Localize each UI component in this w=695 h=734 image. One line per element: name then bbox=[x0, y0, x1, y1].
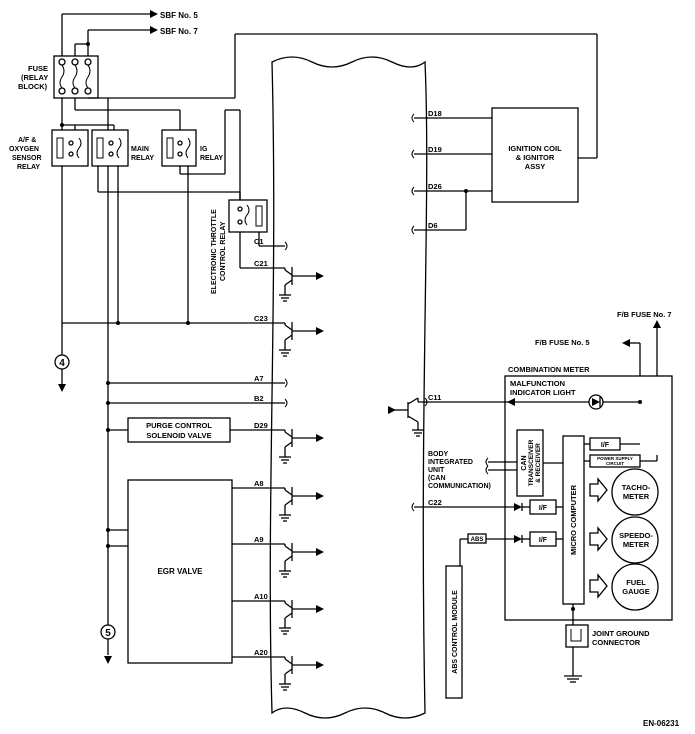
ig-relay-label-2: RELAY bbox=[200, 155, 223, 162]
body-label-4: (CAN bbox=[428, 475, 446, 482]
pin-a10: A10 bbox=[254, 592, 268, 601]
if-1-label: I/F bbox=[601, 442, 610, 449]
af-label-4: RELAY bbox=[17, 164, 40, 171]
driver-transistor bbox=[279, 600, 324, 635]
af-oxygen-sensor-relay: A/F & OXYGEN SENSOR RELAY bbox=[9, 129, 89, 171]
fuse-relay-block: SBF No. 5 SBF No. 7 FUSE (RELAY BLOCK) bbox=[18, 10, 198, 99]
driver-transistor bbox=[279, 656, 324, 691]
fuse-label: FUSE bbox=[28, 64, 48, 73]
body-label-2: INTEGRATED bbox=[428, 459, 473, 466]
psc-label-2: CIRCUIT bbox=[606, 461, 624, 466]
pin-a7: A7 bbox=[254, 374, 264, 383]
driver-transistor bbox=[279, 429, 324, 464]
mil-label-1: MALFUNCTION bbox=[510, 379, 565, 388]
egr-valve bbox=[127, 479, 233, 664]
electronic-throttle-control-relay: ELECTRONIC THROTTLE CONTROL RELAY bbox=[211, 199, 268, 294]
combination-meter-label: COMBINATION METER bbox=[508, 365, 590, 374]
can-label-1: CAN bbox=[521, 455, 528, 470]
mil-label-2: INDICATOR LIGHT bbox=[510, 388, 576, 397]
connector-node-5 bbox=[100, 624, 116, 640]
egr-label: EGR VALVE bbox=[157, 567, 203, 576]
driver-transistor bbox=[279, 322, 324, 357]
tachometer: TACHO- METER bbox=[589, 468, 659, 516]
speedo-label-2: METER bbox=[623, 540, 650, 549]
ignition-label-3: ASSY bbox=[525, 162, 545, 171]
purge-control-solenoid-valve bbox=[127, 417, 231, 443]
can-label-2: TRANSCEIVER bbox=[528, 439, 535, 486]
body-label-5: COMMUNICATION) bbox=[428, 483, 491, 490]
fuse-label-2: (RELAY bbox=[21, 73, 48, 82]
purge-label-1: PURGE CONTROL bbox=[146, 421, 212, 430]
pin-c11: C11 bbox=[428, 393, 441, 402]
joint-ground-label-1: JOINT GROUND bbox=[592, 629, 650, 638]
purge-label-2: SOLENOID VALVE bbox=[146, 431, 211, 440]
pin-c22: C22 bbox=[428, 498, 442, 507]
fb-fuse-5-label: F/B FUSE No. 5 bbox=[535, 338, 590, 347]
pin-d19: D19 bbox=[428, 145, 442, 154]
ig-relay: IG RELAY bbox=[161, 129, 223, 167]
speedometer: SPEEDO- METER bbox=[589, 516, 659, 564]
pin-d6: D6 bbox=[428, 221, 438, 230]
micro-computer-label: MICRO COMPUTER bbox=[569, 484, 578, 555]
pin-a9: A9 bbox=[254, 535, 264, 544]
pin-b2: B2 bbox=[254, 394, 264, 403]
ig-relay-label-1: IG bbox=[200, 146, 208, 153]
pin-d29: D29 bbox=[254, 421, 268, 430]
driver-transistor bbox=[279, 543, 324, 578]
main-relay-label-1: MAIN bbox=[131, 146, 149, 153]
body-label-1: BODY bbox=[428, 451, 449, 458]
pin-a20: A20 bbox=[254, 648, 268, 657]
speedo-label-1: SPEEDO- bbox=[619, 531, 653, 540]
ignition-label-2: & IGNITOR bbox=[516, 153, 555, 162]
ecm-driver-transistors bbox=[279, 267, 324, 691]
can-label-3: & RECEIVER bbox=[535, 443, 542, 483]
node-4-label: 4 bbox=[59, 358, 65, 369]
abs-tag-label: ABS bbox=[471, 537, 484, 543]
sbf5-label: SBF No. 5 bbox=[160, 11, 198, 20]
driver-transistor bbox=[279, 487, 324, 522]
etc-relay-label-2: CONTROL RELAY bbox=[220, 221, 227, 281]
pin-c1: C1 bbox=[254, 237, 264, 246]
psc-label-1: POWER SUPPLY bbox=[597, 456, 633, 461]
figure-code: EN-06231 bbox=[643, 719, 680, 728]
node-5-label: 5 bbox=[105, 628, 111, 639]
af-label-3: SENSOR bbox=[12, 155, 42, 162]
ignition-coil-ignitor-assy bbox=[491, 107, 579, 203]
abs-control-module bbox=[445, 565, 463, 699]
fuse-label-3: BLOCK) bbox=[18, 82, 48, 91]
driver-transistor bbox=[279, 267, 324, 302]
abs-module-label: ABS CONTROL MODULE bbox=[452, 590, 459, 674]
joint-ground-label-2: CONNECTOR bbox=[592, 638, 641, 647]
pin-d26: D26 bbox=[428, 182, 442, 191]
main-relay-label-2: RELAY bbox=[131, 155, 154, 162]
pin-c21: C21 bbox=[254, 259, 268, 268]
af-label-2: OXYGEN bbox=[9, 146, 39, 153]
can-transceiver-receiver bbox=[516, 429, 544, 497]
tacho-label-2: METER bbox=[623, 492, 650, 501]
fuel-label-2: GAUGE bbox=[622, 587, 650, 596]
sbf7-label: SBF No. 7 bbox=[160, 27, 198, 36]
if-2-label: I/F bbox=[539, 505, 548, 512]
ignition-label-1: IGNITION COIL bbox=[508, 144, 562, 153]
joint-ground-connector bbox=[565, 624, 589, 648]
ecm-body bbox=[269, 56, 428, 719]
if-3-label: I/F bbox=[539, 537, 548, 544]
pin-d18: D18 bbox=[428, 109, 442, 118]
pin-c23: C23 bbox=[254, 314, 268, 323]
tacho-label-1: TACHO- bbox=[622, 483, 651, 492]
fuel-label-1: FUEL bbox=[626, 578, 646, 587]
fb-fuse-7-label: F/B FUSE No. 7 bbox=[617, 310, 672, 319]
af-label-1: A/F & bbox=[18, 137, 36, 144]
pin-a8: A8 bbox=[254, 479, 264, 488]
main-relay: MAIN RELAY bbox=[91, 129, 154, 167]
body-label-3: UNIT bbox=[428, 467, 445, 474]
fuel-gauge: FUEL GAUGE bbox=[589, 563, 659, 611]
etc-relay-label-1: ELECTRONIC THROTTLE bbox=[211, 209, 218, 294]
